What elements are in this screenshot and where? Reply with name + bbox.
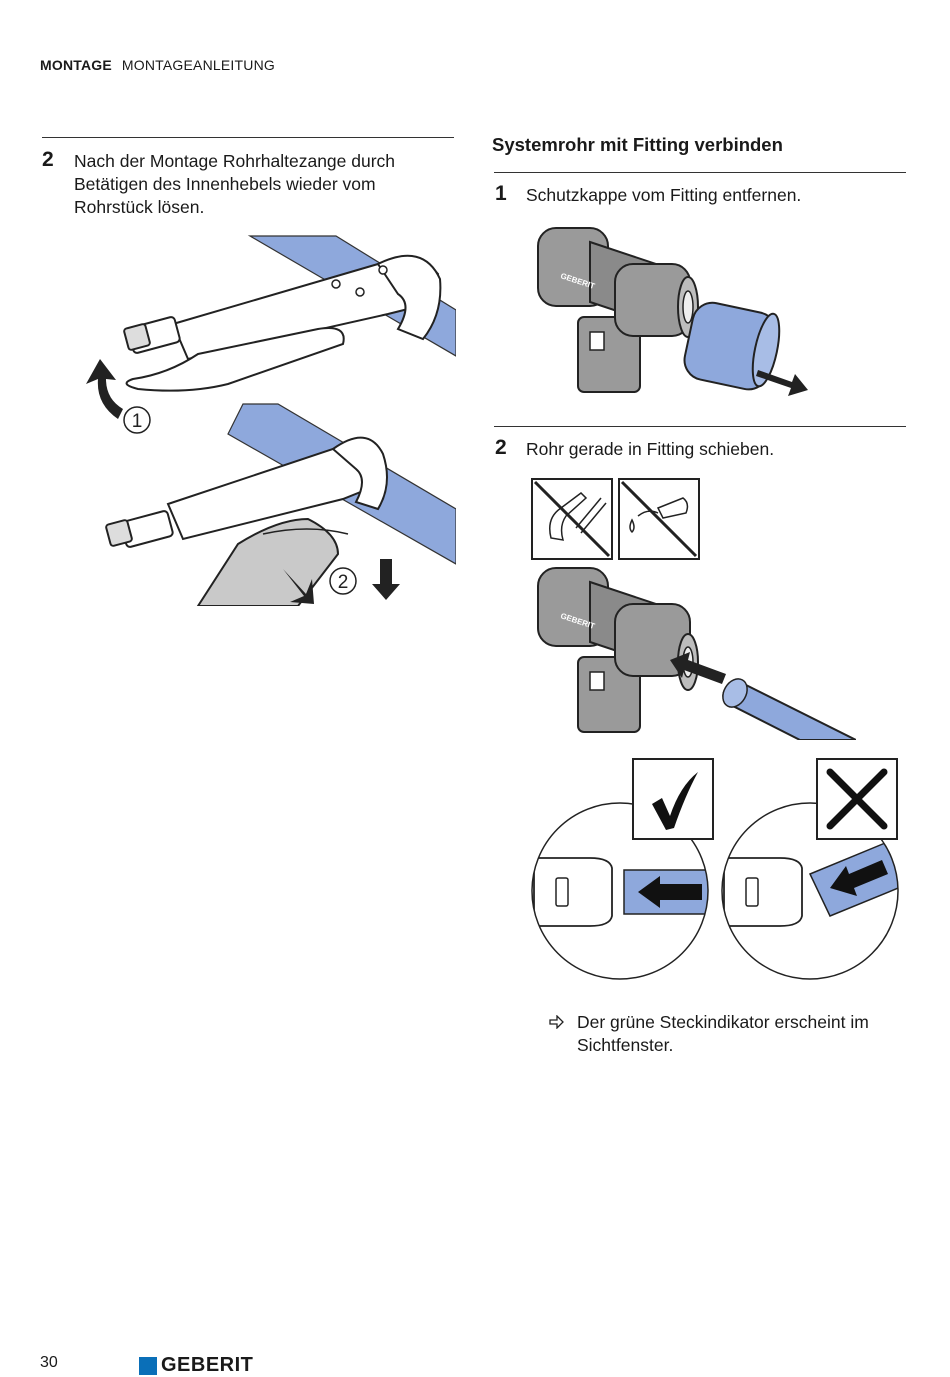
fitting-pipe-illustration: GEBERIT [537, 567, 856, 740]
right-step2-number: 2 [495, 436, 507, 459]
result-text: Der grüne Steckindikator erscheint im Si… [577, 1011, 869, 1057]
no-grease-icon [618, 478, 700, 560]
no-tools-icon [531, 478, 613, 560]
left-step-line-1: Nach der Montage Rohrhaltezange durch [74, 151, 396, 171]
down-right-arrow-icon [283, 569, 314, 604]
left-step-line-2: Betätigen des Innenhebels wieder vom [74, 174, 376, 194]
pliers-upper-lever [125, 327, 345, 392]
left-step-text: Nach der Montage Rohrhaltezange durch Be… [74, 150, 395, 219]
insert-arrow-icon [670, 652, 726, 684]
pliers-upper-jaw [376, 254, 442, 341]
section-heading: Systemrohr mit Fitting verbinden [492, 134, 783, 155]
result-arrow-icon [549, 1015, 564, 1029]
pliers-lower-jaw [331, 436, 388, 511]
pliers-lower-knob [105, 519, 133, 547]
geberit-logo: GEBERIT [139, 1354, 253, 1377]
cross-icon [826, 768, 888, 830]
result-line-2: Sichtfenster. [577, 1035, 674, 1055]
left-step-number: 2 [42, 148, 54, 171]
fitting-cap-illustration: GEBERIT [537, 227, 808, 396]
remove-cap-arrow-icon [756, 370, 808, 396]
pliers-illustration: 1 2 [86, 235, 456, 606]
callout-2-circle [329, 567, 357, 595]
callout-1-circle [123, 406, 151, 434]
right-step2-divider [494, 426, 906, 427]
left-step-line-3: Rohrstück lösen. [74, 197, 205, 217]
logo-square-icon [139, 1356, 157, 1375]
right-step2-text: Rohr gerade in Fitting schieben. [526, 439, 775, 459]
correct-arrow-icon [638, 876, 702, 908]
callout-2: 2 [338, 572, 349, 593]
logo-text: GEBERIT [161, 1354, 254, 1376]
header-subsection: MONTAGEANLEITUNG [121, 57, 275, 73]
insertion-detail-illustration [531, 758, 899, 980]
pliers-upper-knob [123, 323, 151, 351]
left-step-divider [42, 137, 454, 138]
callout-1: 1 [132, 411, 143, 432]
right-step1-text: Schutzkappe vom Fitting entfernen. [526, 185, 802, 205]
checkmark-icon [652, 772, 698, 830]
right-step1-divider [494, 172, 906, 173]
header-section: MONTAGE [40, 57, 112, 73]
result-line-1: Der grüne Steckindikator erscheint im [577, 1012, 869, 1032]
page-header: MONTAGE MONTAGEANLEITUNG [40, 57, 275, 73]
incorrect-arrow-icon [830, 860, 888, 896]
page-number: 30 [40, 1354, 58, 1371]
pliers-lower-lever [196, 517, 340, 606]
rotate-arrow-icon [86, 359, 123, 419]
down-arrow-icon [372, 559, 400, 600]
right-step1-number: 1 [495, 182, 507, 205]
